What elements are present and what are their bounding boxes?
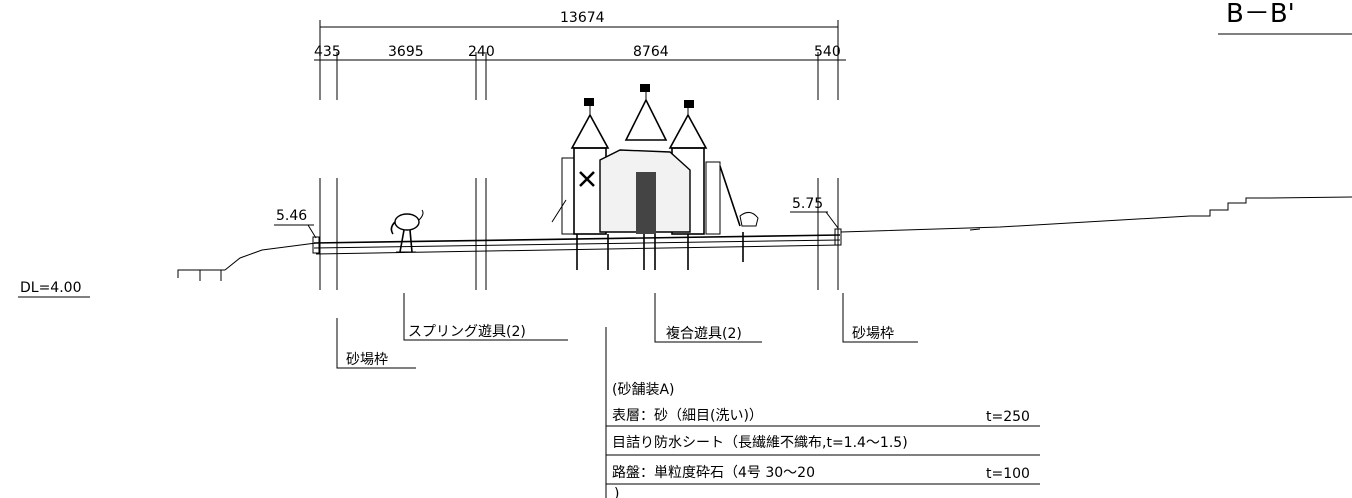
pavement-row-1-text: 表層：砂（細目(洗い)）	[612, 408, 763, 424]
elevation-right: 5.75	[792, 196, 823, 212]
elevation-left: 5.46	[276, 208, 307, 224]
combination-play-structure	[551, 84, 759, 270]
spring-play-equipment	[390, 209, 424, 253]
label-spring-play: スプリング遊具(2)	[408, 324, 526, 340]
pavement-row-3-text: 路盤：単粒度砕石（4号 30～20	[612, 465, 815, 481]
dimension-lines	[314, 20, 846, 290]
pavement-row-1-thickness: t=250	[986, 409, 1030, 425]
pavement-trailing: )	[614, 486, 619, 498]
elevation-marker-right	[790, 211, 839, 229]
datum-level: DL=4.00	[20, 280, 81, 296]
ground-profile	[177, 196, 1352, 281]
dim-segment-3: 240	[468, 44, 495, 60]
dim-segment-2: 3695	[388, 44, 424, 60]
dim-total: 13674	[560, 10, 605, 26]
callout-leaders	[336, 293, 1040, 498]
elevation-marker-left	[274, 224, 317, 239]
section-title: B－B'	[1226, 0, 1295, 29]
label-sandbox-frame-right: 砂場枠	[852, 326, 894, 342]
dim-segment-4: 8764	[633, 44, 669, 60]
label-sandbox-frame-left: 砂場枠	[346, 352, 388, 368]
dim-segment-5: 540	[814, 44, 841, 60]
label-combo-play: 複合遊具(2)	[666, 325, 742, 342]
pavement-row-3-thickness: t=100	[986, 466, 1030, 482]
pavement-row-2-text: 目詰り防水シート（長繊維不織布,t=1.4～1.5)	[612, 435, 908, 451]
pavement-heading: (砂舗装A)	[612, 382, 675, 398]
dim-segment-1: 435	[314, 44, 341, 60]
